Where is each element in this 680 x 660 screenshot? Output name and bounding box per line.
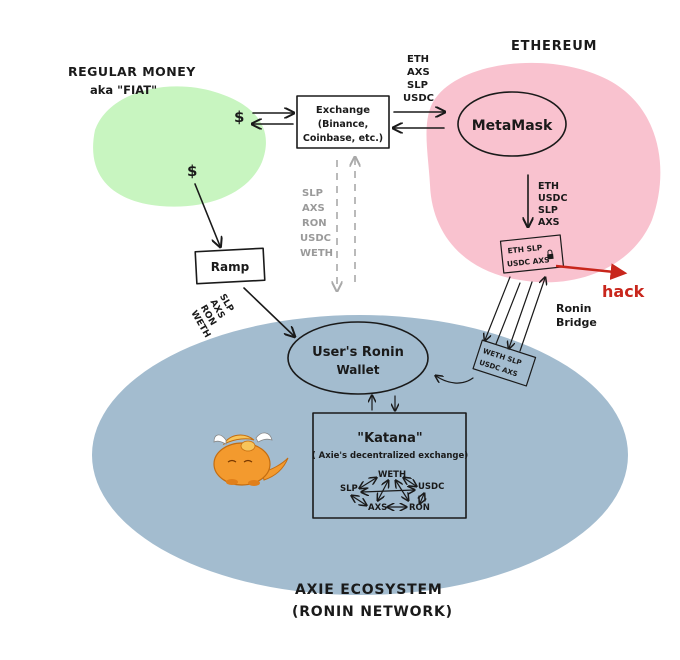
ramp-label: Ramp bbox=[211, 260, 250, 274]
exchange-metamask-token-1: ETH bbox=[407, 54, 429, 65]
bridge-line-4 bbox=[519, 278, 545, 352]
dollar-label-ramp: $ bbox=[187, 162, 197, 180]
metamask-down-token-4: AXS bbox=[538, 217, 560, 228]
ramp-box bbox=[194, 247, 266, 285]
lock-icon bbox=[547, 249, 554, 260]
arrow-fiat-to-ramp bbox=[194, 183, 220, 246]
dollar-label-exchange: $ bbox=[234, 108, 244, 126]
fiat-region bbox=[93, 86, 266, 207]
arrow-ramp-to-wallet bbox=[243, 287, 294, 336]
fiat-title: REGULAR MONEY bbox=[68, 64, 196, 79]
metamask-down-token-2: USDC bbox=[538, 193, 567, 204]
bridge-line-2 bbox=[495, 282, 521, 345]
katana-token-axs: AXS bbox=[368, 503, 387, 513]
exchange-metamask-token-3: SLP bbox=[407, 80, 428, 91]
dashed-token-1: SLP bbox=[302, 188, 323, 199]
bridge-contract-ethereum: ETH SLP USDC AXS bbox=[499, 234, 565, 274]
arrow-bridge-to-wallet bbox=[436, 376, 474, 384]
metamask-label: MetaMask bbox=[472, 118, 553, 134]
bridge-eth-line1: ETH SLP bbox=[507, 243, 543, 256]
ronin-bridge-label-2: Bridge bbox=[556, 316, 597, 329]
exchange-metamask-token-4: USDC bbox=[403, 93, 434, 104]
katana-token-ron: RON bbox=[409, 503, 430, 513]
axie-title-line2: (RONIN NETWORK) bbox=[292, 604, 453, 620]
ronin-wallet-node bbox=[287, 321, 429, 395]
bridge-line-3 bbox=[509, 281, 533, 348]
metamask-down-token-1: ETH bbox=[538, 181, 559, 192]
katana-token-weth: WETH bbox=[378, 470, 406, 480]
ethereum-region bbox=[426, 62, 661, 283]
dashed-token-5: WETH bbox=[300, 248, 333, 259]
metamask-node bbox=[457, 91, 567, 157]
katana-token-slp: SLP bbox=[340, 484, 358, 494]
exchange-box bbox=[296, 95, 390, 149]
katana-swap-arrows bbox=[352, 478, 424, 507]
hack-label: hack bbox=[602, 282, 645, 301]
exchange-examples-2: Coinbase, etc.) bbox=[303, 133, 383, 144]
fiat-subtitle: aka "FIAT" bbox=[90, 83, 157, 97]
katana-title: "Katana" bbox=[357, 431, 422, 446]
dashed-token-2: AXS bbox=[302, 203, 325, 214]
metamask-down-token-3: SLP bbox=[538, 205, 558, 216]
dashed-token-3: RON bbox=[302, 218, 327, 229]
ronin-wallet-label-1: User's Ronin bbox=[312, 345, 404, 360]
exchange-label: Exchange bbox=[316, 105, 370, 116]
katana-token-usdc: USDC bbox=[418, 482, 444, 492]
katana-subtitle: ( Axie's decentralized exchange) bbox=[312, 451, 468, 461]
bridge-line-1 bbox=[485, 276, 511, 340]
ronin-wallet-label-2: Wallet bbox=[336, 363, 379, 377]
ronin-bridge-label-1: Ronin bbox=[556, 302, 591, 315]
bridge-eth-line2: USDC AXS bbox=[506, 255, 550, 268]
exchange-metamask-token-2: AXS bbox=[407, 67, 430, 78]
ronin-region bbox=[92, 315, 628, 595]
exchange-examples-1: (Binance, bbox=[318, 119, 368, 130]
ethereum-title: ETHEREUM bbox=[511, 39, 597, 54]
axie-creature-icon bbox=[213, 432, 289, 486]
hack-arrow bbox=[555, 263, 628, 280]
katana-box bbox=[312, 412, 467, 519]
axie-title-line1: AXIE ECOSYSTEM bbox=[295, 582, 443, 598]
dashed-token-4: USDC bbox=[300, 233, 331, 244]
